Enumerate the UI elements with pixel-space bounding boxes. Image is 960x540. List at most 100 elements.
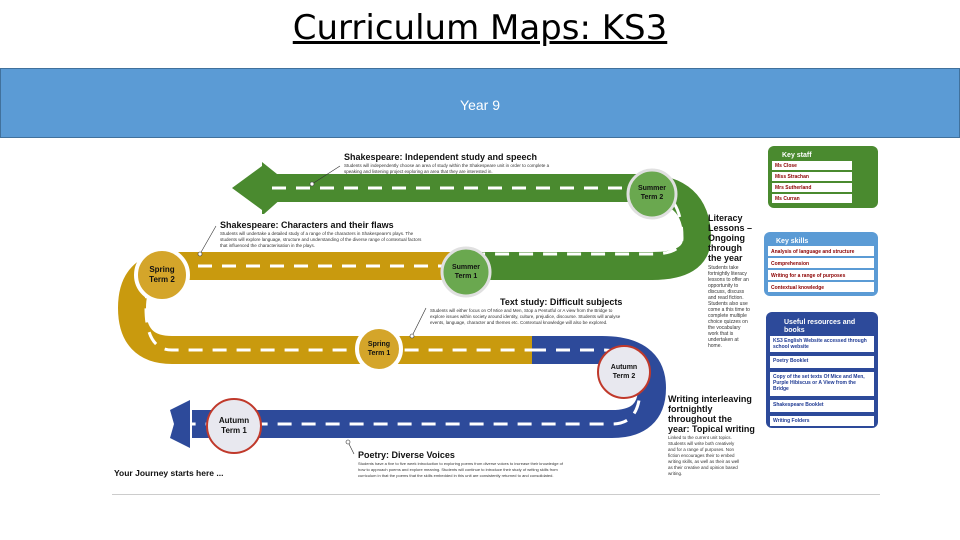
literacy-block: Literacy Lessons – Ongoing through the y… xyxy=(708,213,752,349)
key-staff-heading: Key staff xyxy=(782,152,812,159)
writing-line: writing. xyxy=(668,471,682,476)
resource-name: Purple Hibiscus or A View from the xyxy=(773,380,856,386)
literacy-line: opportunity to xyxy=(708,283,739,289)
term-circle-spring1: Spring Term 1 xyxy=(355,325,403,373)
resource-row xyxy=(770,400,874,412)
skill-name: Writing for a range of purposes xyxy=(771,273,846,279)
writing-block: Writing interleaving fortnightly through… xyxy=(668,394,755,476)
staff-name: Miss Strachan xyxy=(775,174,809,180)
literacy-line: fortnightly literacy xyxy=(708,271,747,277)
unit-line: students will explore language, structur… xyxy=(220,237,422,242)
term-label-spring1-line2: Term 1 xyxy=(368,350,391,357)
unit-title: Shakespeare: Independent study and speec… xyxy=(344,152,537,162)
writing-title-line: Writing interleaving xyxy=(668,394,752,404)
term-circle-spring2: Spring Term 2 xyxy=(134,247,190,303)
literacy-line: Students take xyxy=(708,265,739,271)
unit-line: events, language, character and themes e… xyxy=(430,320,607,325)
term-circle-summer2: Summer Term 2 xyxy=(626,168,678,220)
skill-row xyxy=(768,270,874,280)
skill-name: Contextual knowledge xyxy=(771,285,824,291)
unit-line: that influenced the characterisation in … xyxy=(220,243,315,248)
literacy-title-line: the year xyxy=(708,253,743,263)
resource-row xyxy=(770,372,874,396)
year-banner xyxy=(0,68,960,138)
writing-line: Students will write both creatively xyxy=(668,441,735,446)
staff-name: Ms Curran xyxy=(775,196,800,202)
skill-name: Comprehension xyxy=(771,261,809,267)
term-circle-summer1: Summer Term 1 xyxy=(440,246,492,298)
resource-name: Poetry Booklet xyxy=(773,358,809,364)
unit-line: Students will undertake a detailed study… xyxy=(220,231,414,236)
key-skills-panel: Key skills Analysis of language and stru… xyxy=(764,232,878,296)
staff-name: Ms Close xyxy=(775,163,797,169)
literacy-title-line: Literacy xyxy=(708,213,743,223)
literacy-line: undertaken at xyxy=(708,337,739,343)
unit-shakespeare-characters: Shakespeare: Characters and their flaws … xyxy=(220,220,422,248)
resource-name: KS3 English Website accessed through xyxy=(773,338,867,344)
unit-line: how to approach poems and explore meanin… xyxy=(358,467,558,472)
writing-line: writing skills, as well as their as well xyxy=(668,459,739,464)
resource-name: school website xyxy=(773,344,809,350)
unit-shakespeare-speech: Shakespeare: Independent study and speec… xyxy=(344,152,550,174)
term-label-summer1-line2: Term 1 xyxy=(455,273,478,280)
literacy-title-line: Ongoing xyxy=(708,233,745,243)
resource-name: Bridge xyxy=(773,386,789,392)
key-skills-heading: Key skills xyxy=(776,238,808,245)
unit-line: curriculum in that the poems that the sk… xyxy=(358,473,553,478)
banner-text: Year 9 xyxy=(460,97,500,113)
term-label-autumn1-line2: Term 1 xyxy=(221,426,247,435)
writing-title-line: fortnightly xyxy=(668,404,713,414)
green-arrow-tip xyxy=(232,166,262,210)
writing-title-line: throughout the xyxy=(668,414,732,424)
writing-line: Linked to the current unit topics. xyxy=(668,435,732,440)
literacy-title-line: through xyxy=(708,243,742,253)
term-label-spring2-line2: Term 2 xyxy=(149,275,175,284)
unit-poetry: Poetry: Diverse Voices Students have a f… xyxy=(358,450,564,478)
resource-row xyxy=(770,336,874,352)
term-label-spring2-line1: Spring xyxy=(149,265,174,274)
blue-road-tail xyxy=(170,400,190,448)
page-title: Curriculum Maps: KS3 xyxy=(292,8,668,48)
staff-row xyxy=(772,161,852,170)
unit-line: speaking and listening project exploring… xyxy=(344,169,493,174)
resources-panel: Useful resources and books KS3 English W… xyxy=(766,312,878,428)
literacy-line: discuss, discuss xyxy=(708,289,745,295)
unit-title: Poetry: Diverse Voices xyxy=(358,450,455,460)
term-label-summer2-line1: Summer xyxy=(638,185,666,192)
staff-name: Mrs Sutherland xyxy=(775,185,811,191)
term-circle-autumn2: Autumn Term 2 xyxy=(597,345,651,399)
literacy-title-line: Lessons – xyxy=(708,223,752,233)
term-label-autumn2-line2: Term 2 xyxy=(613,373,636,380)
term-label-summer1-line1: Summer xyxy=(452,264,480,271)
writing-line: and for a range of purposes. Non xyxy=(668,447,735,452)
journey-start-text: Your Journey starts here ... xyxy=(114,468,223,478)
resource-row xyxy=(770,356,874,368)
literacy-line: and read fiction. xyxy=(708,295,744,301)
writing-line: fiction encourages their to embed xyxy=(668,453,735,458)
term-label-autumn1-line1: Autumn xyxy=(219,416,249,425)
literacy-line: home. xyxy=(708,343,722,349)
resource-name: Writing Folders xyxy=(773,418,810,424)
curriculum-map: Summer Term 2 Summer Term 1 Spring Term … xyxy=(112,138,880,495)
skill-row xyxy=(768,246,874,256)
staff-row xyxy=(772,183,852,192)
resource-name: Shakespeare Booklet xyxy=(773,402,824,408)
skill-row xyxy=(768,282,874,292)
resource-row xyxy=(770,416,874,426)
term-circle-autumn1: Autumn Term 1 xyxy=(206,398,262,454)
term-label-autumn2-line1: Autumn xyxy=(611,364,637,371)
literacy-line: Students also use xyxy=(708,301,748,307)
resources-heading-line: books xyxy=(784,327,805,334)
road-map-graphic: Summer Term 2 Summer Term 1 Spring Term … xyxy=(114,146,878,478)
unit-line: Students will either focus on Of Mice an… xyxy=(430,308,613,313)
writing-line: as their creative and opinion based xyxy=(668,465,738,470)
skill-name: Analysis of language and structure xyxy=(771,249,855,255)
literacy-line: come a this time to xyxy=(708,307,750,313)
unit-line: Students have a five to five week introd… xyxy=(358,461,564,466)
resource-name: Copy of the set texts Of Mice and Men, xyxy=(773,374,865,380)
staff-row xyxy=(772,194,852,203)
resources-heading-line: Useful resources and xyxy=(784,319,855,326)
staff-row xyxy=(772,172,852,181)
unit-title: Shakespeare: Characters and their flaws xyxy=(220,220,394,230)
